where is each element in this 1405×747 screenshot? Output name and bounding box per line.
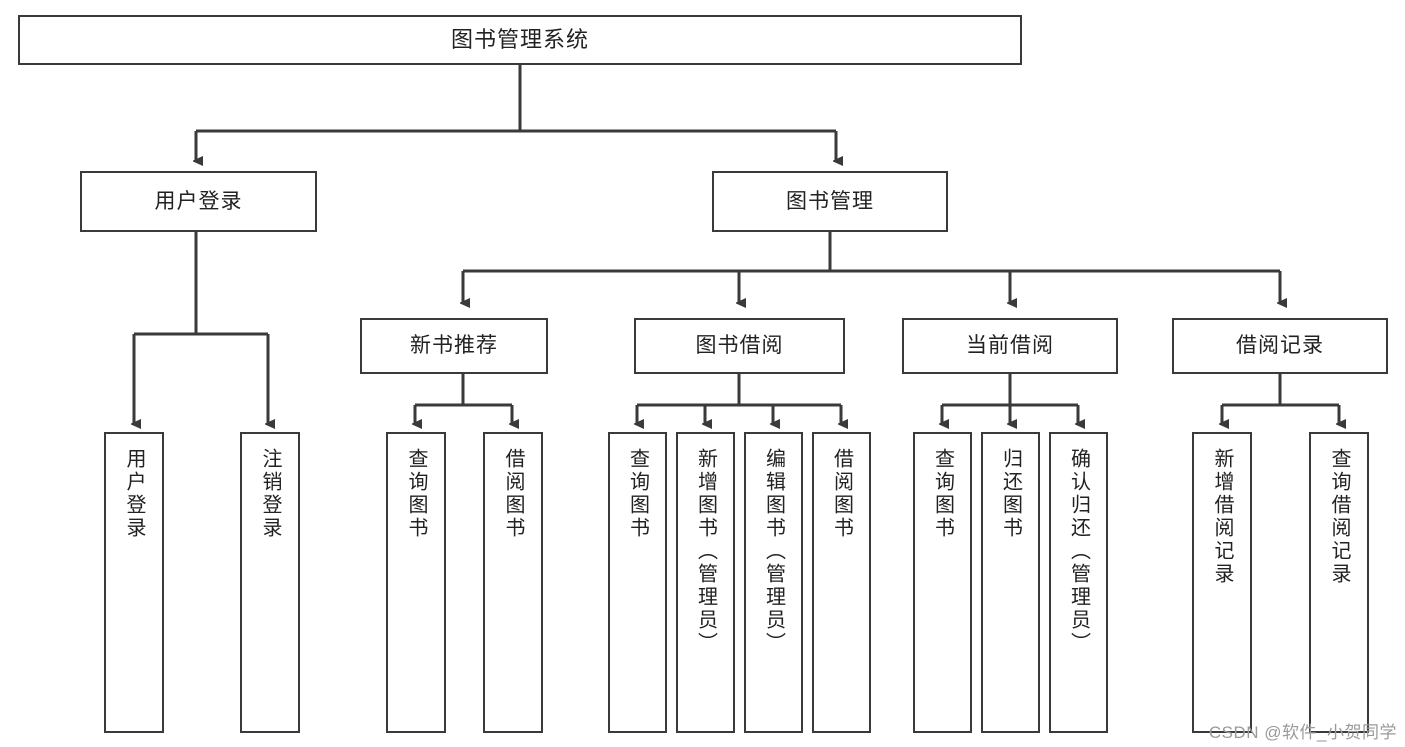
- node-label: 查询图书: [931, 448, 954, 540]
- node-label: 查询图书: [626, 448, 649, 540]
- node-label: 查询图书: [405, 448, 427, 540]
- node-label: 归还图书: [999, 448, 1022, 540]
- node-leaf-confirm-return-admin[interactable]: 确认归还（管理员）: [1049, 432, 1108, 733]
- node-leaf-query-borrowing-record[interactable]: 查询借阅记录: [1309, 432, 1369, 733]
- node-label: 用户登录: [154, 189, 243, 213]
- node-label: 注销登录: [259, 448, 281, 540]
- node-label: 借阅记录: [1236, 334, 1324, 358]
- node-leaf-return-book[interactable]: 归还图书: [981, 432, 1040, 733]
- node-tier2-new-book-recommendation[interactable]: 新书推荐: [360, 318, 548, 374]
- node-leaf-logout[interactable]: 注销登录: [240, 432, 300, 733]
- node-leaf-borrow-book[interactable]: 借阅图书: [812, 432, 871, 733]
- node-label: 新增借阅记录: [1211, 448, 1233, 586]
- node-label: 借阅图书: [830, 448, 853, 540]
- node-leaf-edit-book-admin[interactable]: 编辑图书（管理员）: [744, 432, 803, 733]
- node-tier1-book-management[interactable]: 图书管理: [712, 171, 948, 232]
- node-leaf-add-borrowing-record[interactable]: 新增借阅记录: [1192, 432, 1252, 733]
- node-label: 当前借阅: [966, 334, 1054, 358]
- node-label: 编辑图书（管理员）: [762, 448, 785, 655]
- node-leaf-add-book-admin[interactable]: 新增图书（管理员）: [676, 432, 735, 733]
- node-root-book-management-system[interactable]: 图书管理系统: [18, 15, 1022, 65]
- node-label: 查询借阅记录: [1328, 448, 1350, 586]
- node-leaf-query-book-current[interactable]: 查询图书: [913, 432, 972, 733]
- node-leaf-query-book-borrowing[interactable]: 查询图书: [608, 432, 667, 733]
- node-leaf-borrow-book-recommendation[interactable]: 借阅图书: [483, 432, 543, 733]
- node-label: 图书管理系统: [450, 26, 589, 52]
- node-tier2-current-borrowing[interactable]: 当前借阅: [902, 318, 1118, 374]
- node-label: 借阅图书: [502, 448, 524, 540]
- node-label: 新书推荐: [410, 334, 498, 358]
- node-leaf-query-book-recommendation[interactable]: 查询图书: [386, 432, 446, 733]
- watermark: CSDN @软件_小贺同学: [1208, 723, 1397, 742]
- node-tier2-book-borrowing[interactable]: 图书借阅: [634, 318, 845, 374]
- node-tier2-borrowing-records[interactable]: 借阅记录: [1172, 318, 1388, 374]
- node-label: 用户登录: [123, 448, 145, 540]
- node-label: 图书借阅: [695, 334, 784, 358]
- node-label: 新增图书（管理员）: [694, 448, 717, 655]
- node-label: 图书管理: [786, 189, 874, 213]
- node-leaf-user-login[interactable]: 用户登录: [104, 432, 164, 733]
- node-tier1-user-login[interactable]: 用户登录: [80, 171, 317, 232]
- node-label: 确认归还（管理员）: [1067, 448, 1090, 655]
